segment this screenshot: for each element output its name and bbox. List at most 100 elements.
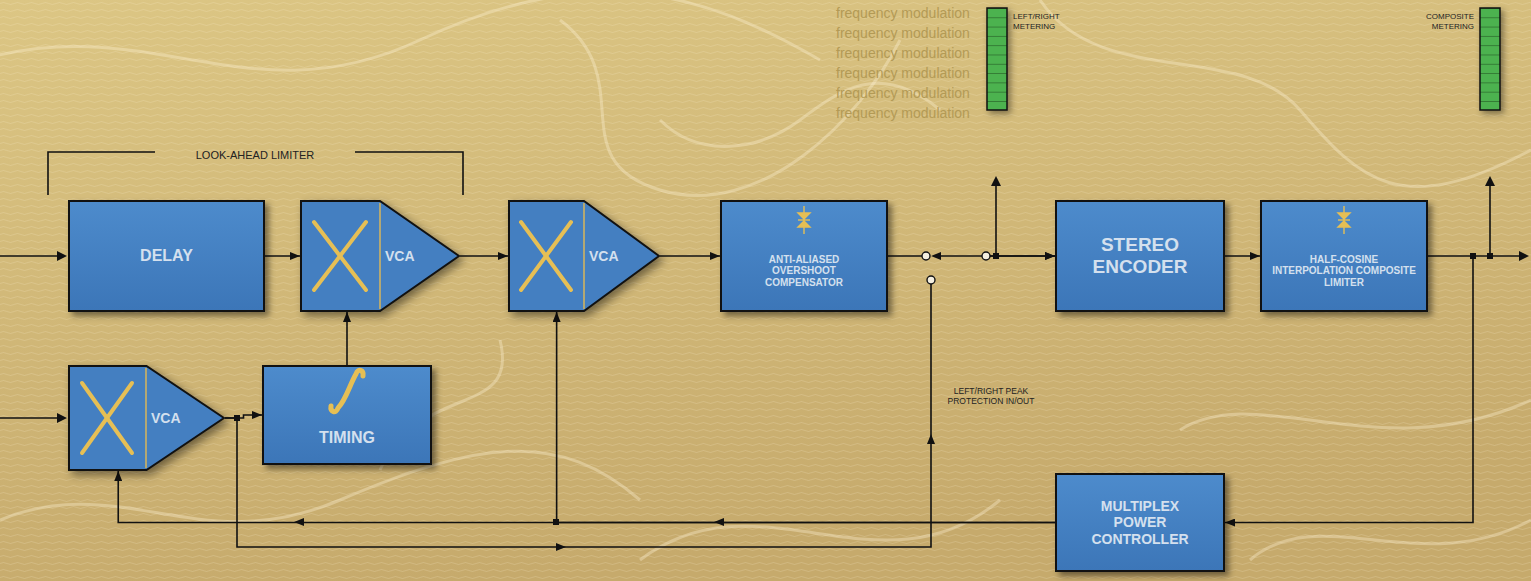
diagram-decor	[521, 222, 571, 290]
signal-connector	[460, 255, 508, 257]
group-label: LOOK-AHEAD LIMITER	[196, 149, 315, 162]
diagram-decor	[1338, 219, 1350, 220]
swirl-stroke	[1250, 520, 1531, 560]
diagram-decor	[803, 206, 804, 234]
signal-connector	[118, 471, 1055, 523]
switch-contacts	[922, 252, 990, 284]
vca-shape	[69, 366, 224, 470]
node-text: TIMING	[319, 429, 375, 447]
signal-connector	[660, 255, 720, 257]
node-text: VCA	[151, 410, 181, 426]
process-box: HALF-COSINE INTERPOLATION COMPOSITE LIMI…	[1260, 200, 1428, 312]
diagram-decor	[991, 176, 1001, 186]
vca-block: VCA	[300, 200, 460, 312]
diagram-decor	[1470, 253, 1476, 259]
diagram-decor	[1485, 176, 1495, 186]
diagram-decor	[798, 219, 810, 220]
meter-label-box: LEFT/RIGHT METERING	[1013, 12, 1075, 33]
signal-connector	[1225, 255, 1260, 257]
diagram-decor	[82, 383, 132, 453]
swirl-texture	[0, 0, 1531, 560]
swirl-stroke	[1180, 400, 1531, 430]
junction-dots	[234, 253, 1493, 525]
diagram-decor	[314, 222, 366, 290]
vca-shape	[301, 201, 459, 311]
node-text: DELAY	[140, 247, 193, 265]
vca-shape	[509, 201, 659, 311]
process-box: STEREO ENCODER	[1055, 200, 1225, 312]
switch-label: LEFT/RIGHT PEAK PROTECTION IN/OUT	[946, 386, 1036, 406]
diagram-decor	[294, 518, 304, 526]
meter-label: LEFT/RIGHT METERING	[1013, 12, 1075, 31]
signal-connector	[346, 312, 348, 365]
diagram-decor	[993, 253, 999, 259]
swirl-stroke	[640, 500, 1000, 560]
vca-outline	[508, 200, 660, 312]
diagram-decor	[1480, 8, 1500, 110]
watermark: frequency modulation	[836, 105, 970, 122]
swirl-stroke	[1040, 0, 1531, 187]
vca-outline	[68, 365, 225, 471]
diagram-decor	[798, 213, 810, 219]
meter-label: COMPOSITE METERING	[1406, 12, 1474, 31]
limiter-diode-symbols	[798, 206, 1350, 234]
diagram-decor	[1338, 221, 1350, 227]
diagram-decor	[1487, 253, 1493, 259]
diagram-decor	[927, 434, 935, 444]
signal-connector	[557, 312, 1055, 523]
node-text: VCA	[385, 248, 415, 264]
watermark-box: frequency modulation	[836, 4, 986, 22]
group-label-box: LOOK-AHEAD LIMITER	[155, 145, 355, 163]
diagram-decor	[556, 543, 566, 551]
vca-block: VCA	[68, 365, 225, 471]
bar-meters	[987, 8, 1500, 110]
multiplier-symbols	[82, 222, 571, 453]
diagram-decor	[82, 383, 132, 453]
diagram-decor	[995, 186, 997, 256]
diagram-decor	[0, 417, 58, 419]
meter-label-box: COMPOSITE METERING	[1406, 12, 1474, 33]
diagram-decor	[982, 252, 990, 260]
diagram-decor	[1519, 251, 1529, 261]
diagram-decor	[57, 251, 67, 261]
watermark: frequency modulation	[836, 5, 970, 22]
diagram-decor	[234, 415, 240, 421]
watermark-box: frequency modulation	[836, 44, 986, 62]
vca-dividers	[146, 203, 584, 468]
diagram-decor	[553, 519, 559, 525]
watermark-box: frequency modulation	[836, 24, 986, 42]
diagram-decor	[521, 222, 571, 290]
diagram-decor	[379, 203, 381, 309]
watermark-box: frequency modulation	[836, 64, 986, 82]
wires	[0, 152, 1520, 418]
watermark: frequency modulation	[836, 65, 970, 82]
node-text: HALF-COSINE INTERPOLATION COMPOSITE LIMI…	[1269, 254, 1419, 289]
vca-outline	[300, 200, 460, 312]
diagram-decor	[927, 276, 935, 284]
swirl-stroke	[0, 0, 820, 70]
node-text: MULTIPLEX POWER CONTROLLER	[1085, 498, 1195, 546]
diagram-decor	[922, 252, 930, 260]
diagram-decor	[714, 518, 724, 526]
diagram-decor	[987, 8, 1007, 110]
diagram-decor	[798, 221, 810, 227]
vca-block: VCA	[508, 200, 660, 312]
integral-symbol	[331, 370, 363, 411]
watermark: frequency modulation	[836, 25, 970, 42]
watermark: frequency modulation	[836, 85, 970, 102]
switch-label-box: LEFT/RIGHT PEAK PROTECTION IN/OUT	[946, 386, 1036, 408]
diagram-decor	[48, 152, 155, 195]
diagram-decor	[1338, 213, 1350, 219]
watermark-box: frequency modulation	[836, 104, 986, 122]
diagram-decor	[145, 368, 147, 468]
diagram-decor	[1473, 255, 1520, 257]
node-text: VCA	[589, 248, 619, 264]
process-box: TIMING	[262, 365, 432, 465]
node-text: ANTI-ALIASED OVERSHOOT COMPENSATOR	[744, 254, 864, 289]
process-box: DELAY	[68, 200, 265, 312]
diagram-decor	[314, 222, 366, 290]
diagram-decor	[355, 152, 463, 195]
diagram-decor	[0, 255, 58, 257]
